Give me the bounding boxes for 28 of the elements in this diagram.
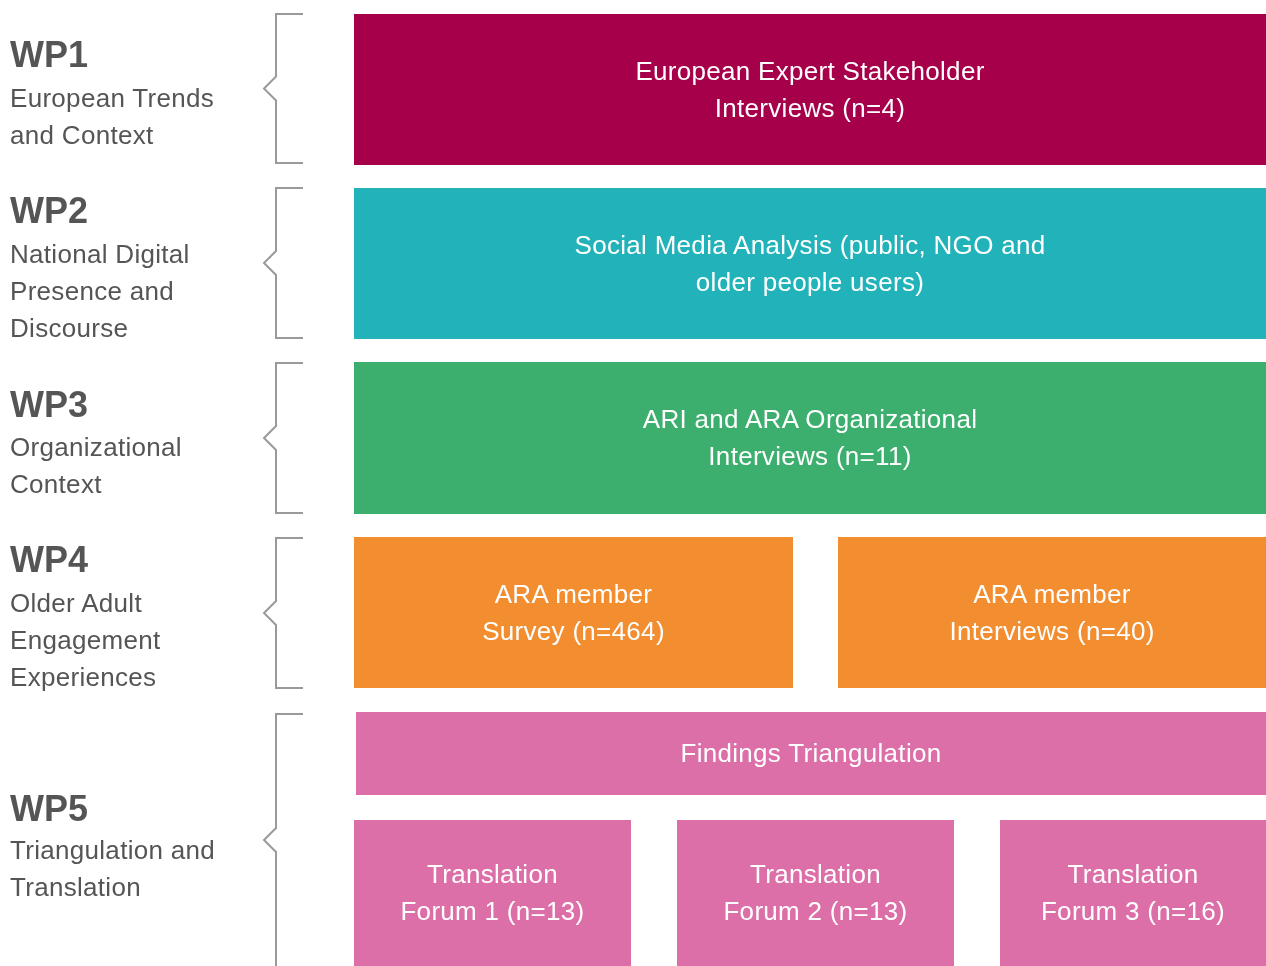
box-label: Translation Forum 1 (n=13) bbox=[399, 858, 586, 928]
box-label: ARA member Interviews (n=40) bbox=[948, 577, 1156, 648]
method-box bbox=[354, 537, 793, 688]
box-label: Translation Forum 2 (n=13) bbox=[722, 858, 909, 928]
work-package-heading: WP5 bbox=[10, 789, 88, 829]
work-package-title: European Trends and Context bbox=[10, 82, 215, 152]
method-box bbox=[354, 362, 1266, 514]
box-label: ARI and ARA Organizational Interviews (n=11) bbox=[641, 403, 979, 473]
work-package-heading: WP3 bbox=[10, 385, 88, 425]
work-package-title: Triangulation and Translation bbox=[10, 834, 217, 904]
work-package-heading: WP1 bbox=[10, 35, 88, 75]
method-box bbox=[354, 188, 1266, 339]
box-label: Findings Triangulation bbox=[680, 737, 942, 770]
method-box bbox=[356, 712, 1266, 795]
work-package-title: National Digital Presence and Discourse bbox=[10, 238, 191, 345]
method-box bbox=[1000, 820, 1266, 966]
work-package-heading: WP2 bbox=[10, 191, 88, 231]
box-label: European Expert Stakeholder Interviews (n=4) bbox=[634, 54, 986, 125]
method-box bbox=[838, 537, 1266, 688]
method-box bbox=[354, 14, 1266, 165]
work-package-heading: WP4 bbox=[10, 540, 88, 580]
box-label: Translation Forum 3 (n=16) bbox=[1039, 858, 1227, 928]
method-box bbox=[677, 820, 954, 966]
method-box bbox=[354, 820, 631, 966]
box-label: ARA member Survey (n=464) bbox=[481, 577, 666, 648]
work-package-title: Older Adult Engagement Experiences bbox=[10, 587, 162, 694]
box-label: Social Media Analysis (public, NGO and older people users) bbox=[573, 228, 1047, 299]
work-package-title: Organizational Context bbox=[10, 431, 183, 501]
